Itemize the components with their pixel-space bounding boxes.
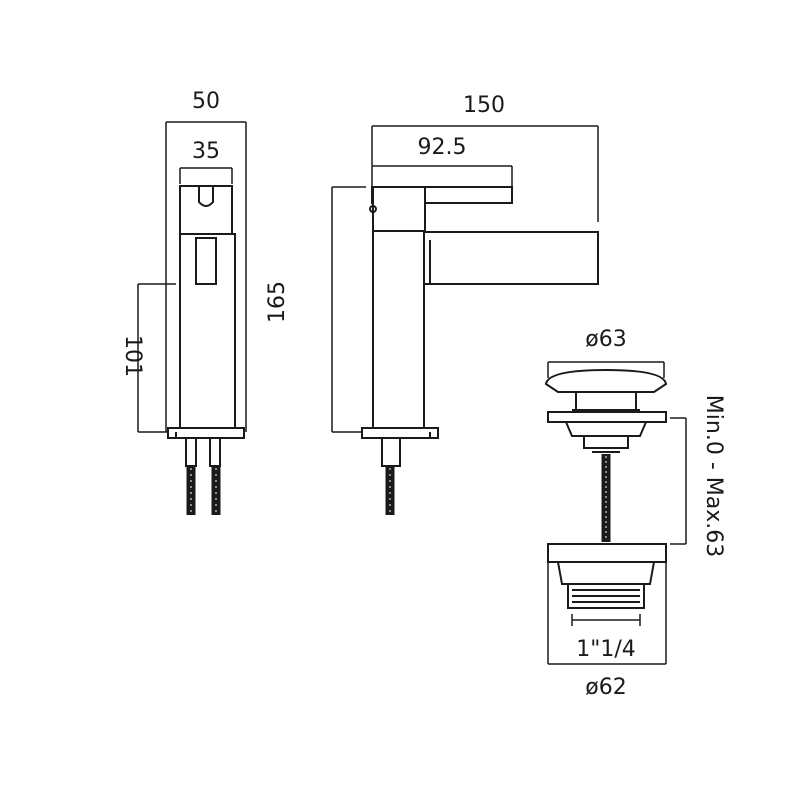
side-view: 50 35 101	[120, 89, 247, 515]
tap-head	[372, 186, 426, 232]
dim-length-150: 150	[463, 93, 505, 118]
click-clack-waste: ø63 Min.0 - Max.63 1"1/4	[544, 327, 726, 700]
side-base-plate	[167, 427, 245, 439]
dim-height-101: 101	[120, 335, 145, 377]
waste-cap	[544, 368, 668, 393]
tap-base-plate	[361, 427, 439, 439]
dim-cap-diameter: ø63	[585, 327, 626, 352]
side-handle-block	[179, 185, 233, 235]
waste-flange	[547, 411, 667, 423]
dim-height-165: 165	[265, 281, 290, 323]
dim-thread-size: 1"1/4	[576, 637, 636, 662]
dim-adjustment-range: Min.0 - Max.63	[701, 395, 726, 557]
spout	[422, 231, 599, 285]
tap-body	[372, 230, 425, 429]
side-body	[179, 233, 236, 429]
dim-length-92-5: 92.5	[418, 135, 467, 160]
dim-width-35: 35	[192, 139, 220, 164]
waste-body-top	[547, 543, 667, 563]
dim-body-diameter: ø62	[585, 675, 626, 700]
dim-width-50: 50	[192, 89, 220, 114]
front-view: 150 92.5 165	[265, 93, 599, 515]
